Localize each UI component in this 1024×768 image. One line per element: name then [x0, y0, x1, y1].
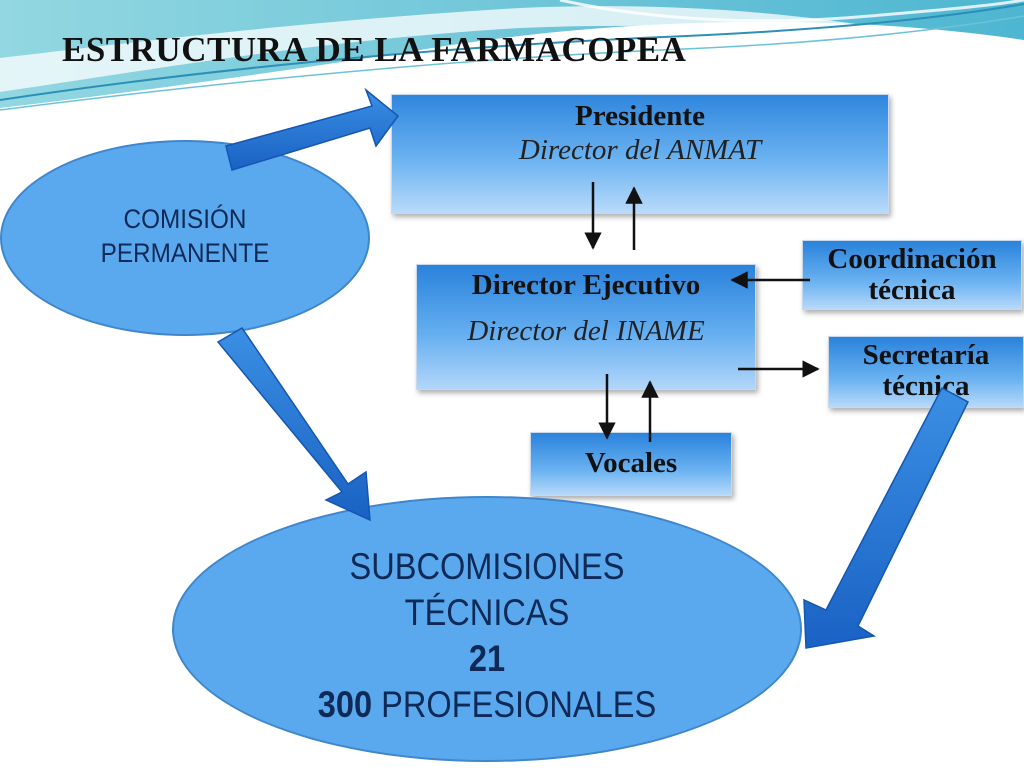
comision-line2: PERMANENTE [100, 238, 270, 268]
presidente-title: Presidente [575, 100, 705, 132]
vocales-title: Vocales [584, 447, 678, 479]
page-title: ESTRUCTURA DE LA FARMACOPEA [62, 30, 687, 69]
subcomisiones-line1: SUBCOMISIONES [349, 546, 625, 587]
secretaria-line2: técnica [882, 370, 970, 402]
presidente-subtitle: Director del ANMAT [518, 134, 762, 166]
vocales-box: Vocales [530, 432, 732, 496]
profesionales-count: 300 [317, 684, 373, 725]
profesionales-line: 300 PROFESIONALES [212, 682, 763, 728]
director-subtitle: Director del INAME [467, 315, 705, 347]
presidente-box: Presidente Director del ANMAT [391, 94, 889, 214]
secretaria-tecnica-box: Secretaría técnica [828, 336, 1024, 408]
subcomisiones-line2: TÉCNICAS [404, 592, 570, 633]
comision-line1: COMISIÓN [123, 204, 247, 234]
profesionales-label: PROFESIONALES [381, 684, 657, 725]
subcomisiones-tecnicas-node: SUBCOMISIONES TÉCNICAS 21 300 PROFESIONA… [172, 496, 802, 762]
comision-permanente-node: COMISIÓN PERMANENTE [0, 140, 370, 336]
secretaria-line1: Secretaría [862, 339, 990, 371]
coordinacion-tecnica-box: Coordinación técnica [802, 240, 1022, 310]
subcomisiones-count: 21 [468, 638, 506, 679]
director-ejecutivo-box: Director Ejecutivo Director del INAME [416, 264, 756, 390]
coordinacion-line1: Coordinación [827, 243, 997, 275]
director-title: Director Ejecutivo [471, 269, 701, 301]
coordinacion-line2: técnica [868, 274, 956, 306]
